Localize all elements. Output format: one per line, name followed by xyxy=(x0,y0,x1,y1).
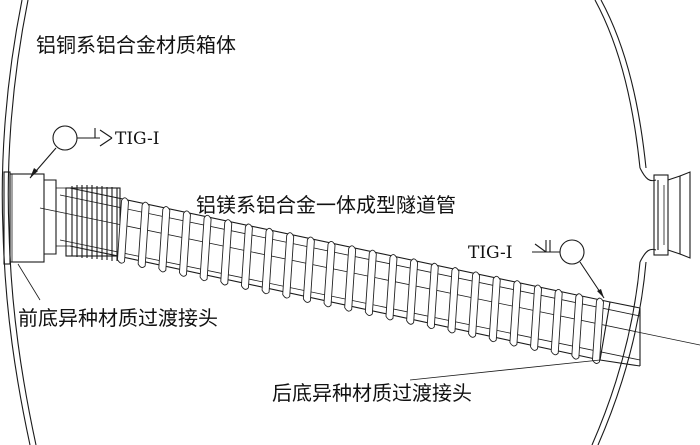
tube-rib xyxy=(199,214,212,282)
right-nozzle xyxy=(639,167,691,263)
tube-rib xyxy=(468,271,481,338)
weld-symbol-icon xyxy=(52,125,78,151)
tube-rib xyxy=(261,227,274,295)
tank-label: 铝铜系铝合金材质箱体 xyxy=(36,33,236,57)
tube-rib xyxy=(178,210,191,277)
tube-rib xyxy=(509,280,522,347)
bellows xyxy=(65,185,121,261)
tube-rib xyxy=(447,267,460,334)
tube-rib xyxy=(426,262,439,330)
tube-rib xyxy=(571,293,584,360)
tube-rib xyxy=(282,232,295,299)
weld-symbol-right xyxy=(532,239,605,299)
weld-label-right: TIG-I xyxy=(468,243,512,263)
front-transition-joint xyxy=(3,171,70,265)
weld-symbol-icon xyxy=(559,239,585,265)
tube-rib xyxy=(117,197,129,264)
rear-joint-leader xyxy=(409,359,601,381)
tunnel-tube xyxy=(59,187,641,367)
tube-rib xyxy=(592,297,604,364)
tube-rib xyxy=(406,258,419,325)
weld-label-left: TIG-I xyxy=(115,129,159,149)
tube-rib xyxy=(344,245,357,312)
rear-joint-label: 后底异种材质过渡接头 xyxy=(272,381,472,405)
tube-rib xyxy=(364,249,377,316)
tube-rib xyxy=(302,236,315,303)
tube-rib xyxy=(550,288,563,356)
tube-rib xyxy=(158,206,171,273)
weld-symbol-left xyxy=(29,125,113,179)
tube-rib xyxy=(137,201,150,269)
tank-shell xyxy=(1,0,647,445)
front-joint-label: 前底异种材质过渡接头 xyxy=(18,306,218,330)
tube-rib xyxy=(385,254,398,321)
front-joint-leader xyxy=(17,263,41,301)
tube-ribs xyxy=(117,197,604,364)
tube-rib xyxy=(323,241,336,308)
tube-label: 铝镁系铝合金一体成型隧道管 xyxy=(196,193,456,217)
tube-rib xyxy=(240,223,253,290)
tube-rib xyxy=(220,219,233,286)
tube-rib xyxy=(488,275,501,343)
tube-rib xyxy=(530,284,543,351)
